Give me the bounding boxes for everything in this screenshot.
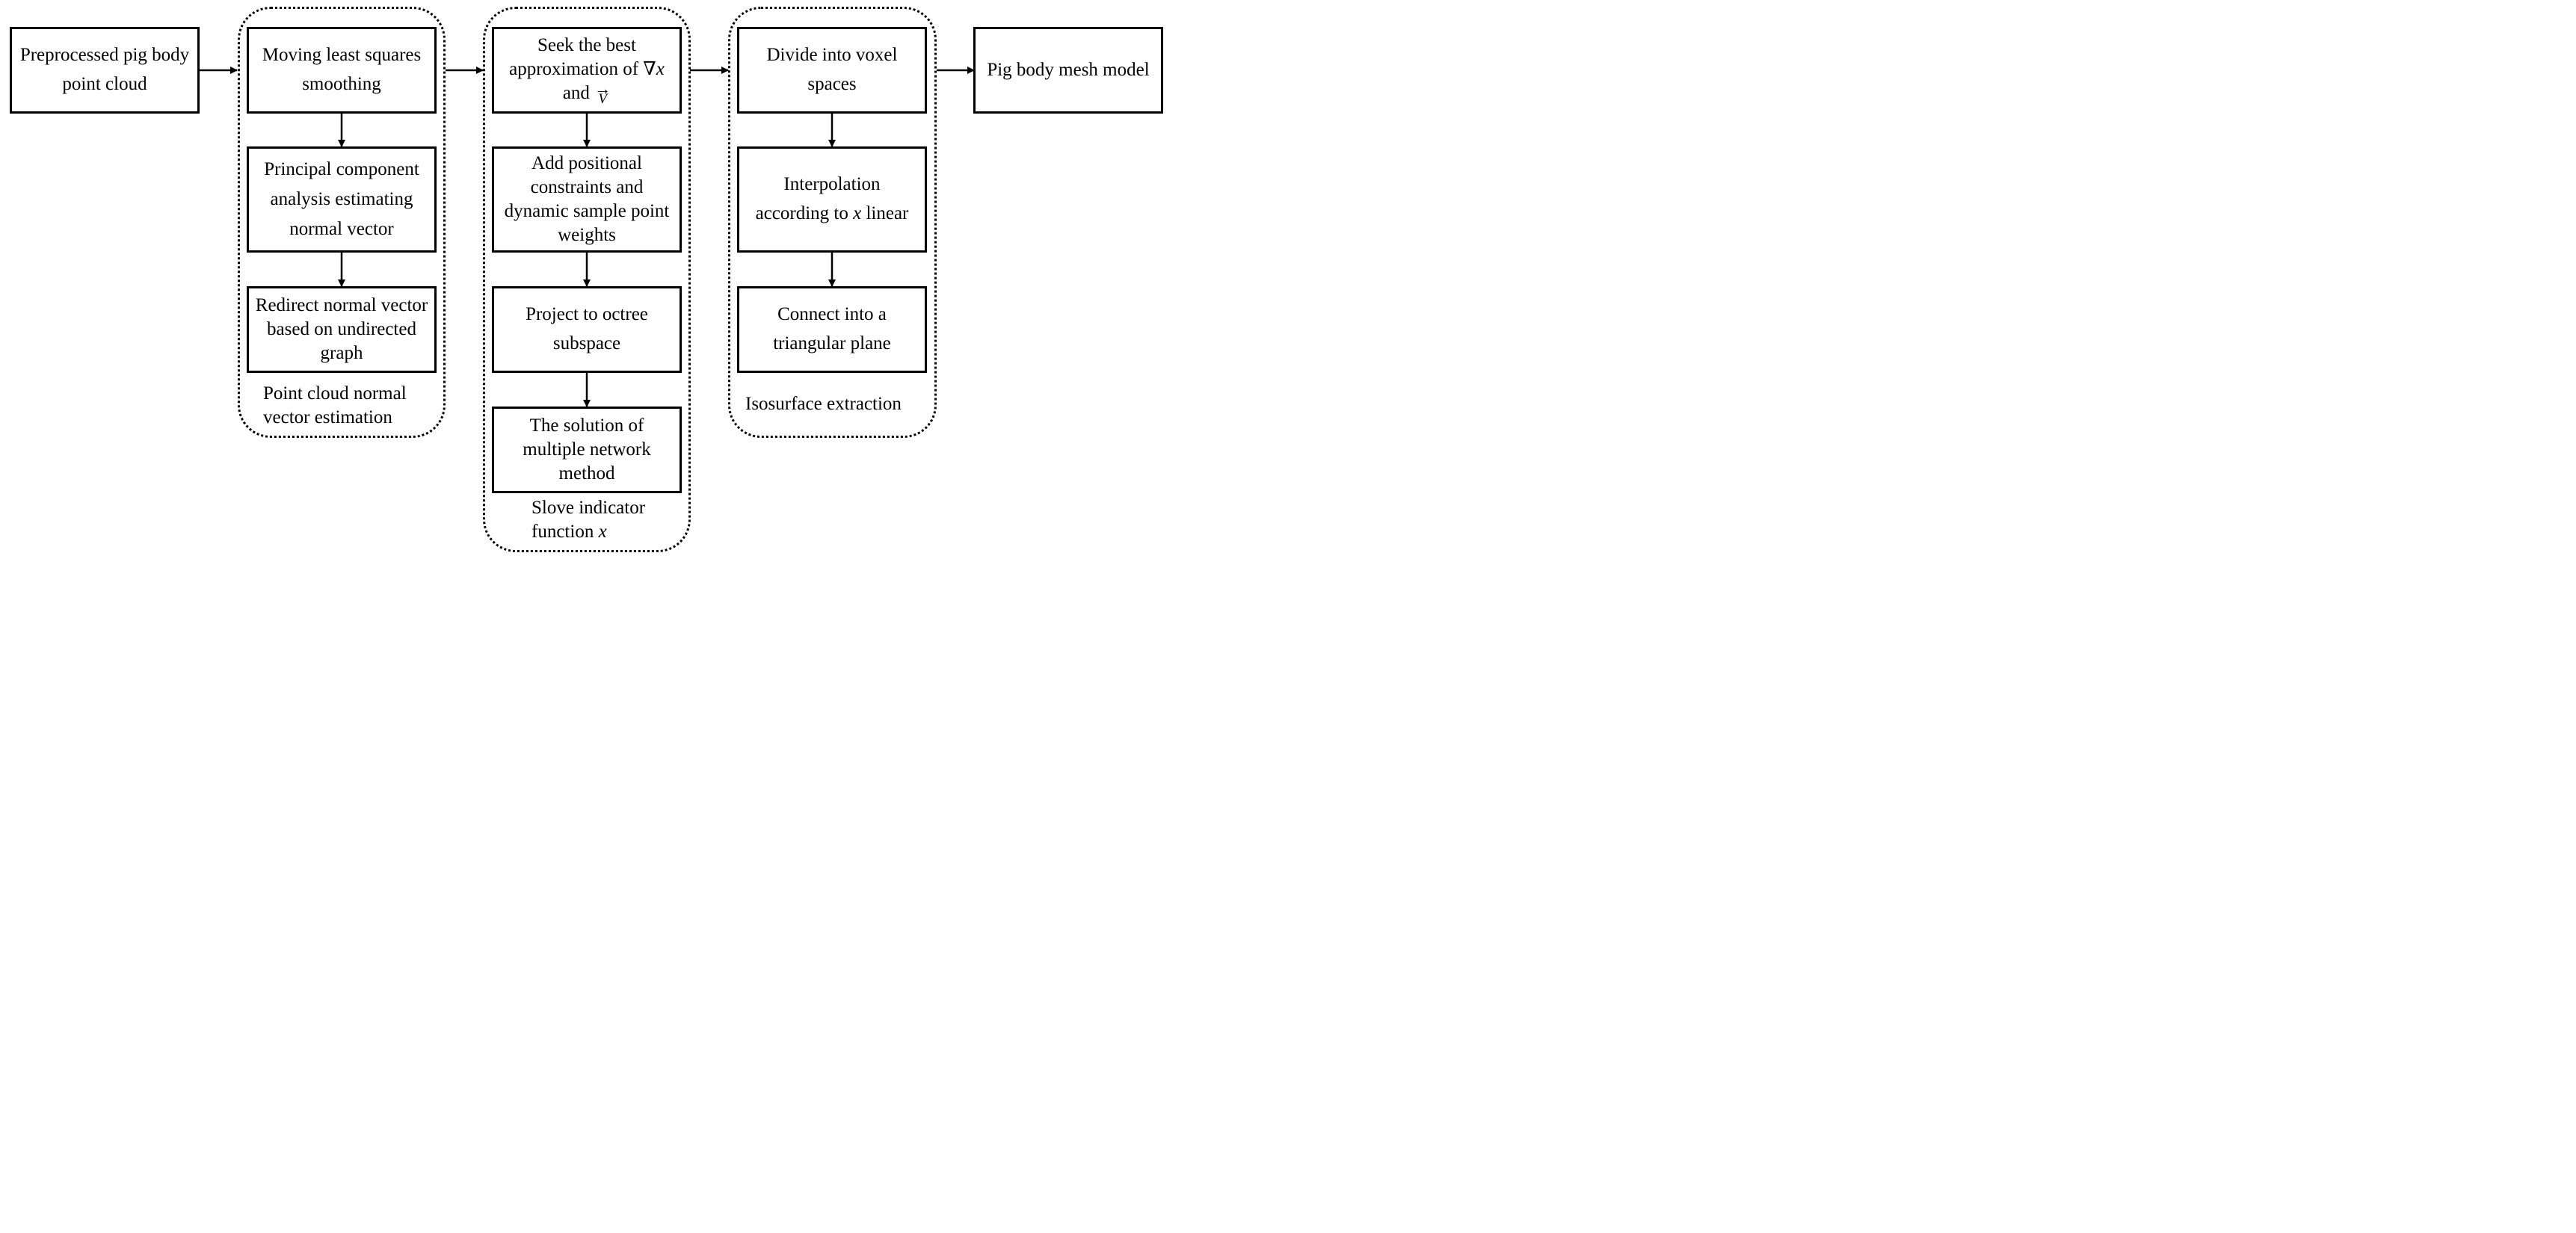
start-box: Preprocessed pig body point cloud	[10, 27, 200, 114]
indicator-step-3-text: Project to octree subspace	[526, 304, 648, 353]
normal-step-2-box: Principal component analysis estimating …	[247, 146, 437, 253]
indicator-step-1-and: and	[562, 82, 590, 103]
iso-group-label-text: Isosurface extraction	[745, 394, 902, 414]
iso-step-2-content: Interpolation according to x linear	[739, 170, 925, 229]
vector-arrow-glyph: →	[594, 78, 611, 98]
iso-step-1-text: Divide into voxel spaces	[766, 45, 898, 94]
normal-step-2-text: Principal component analysis estimating …	[264, 159, 419, 239]
indicator-step-1-line2: approximation of	[509, 58, 639, 79]
flowchart-canvas: Preprocessed pig body point cloud Pig bo…	[0, 0, 1172, 560]
normal-step-1-box: Moving least squares smoothing	[247, 27, 437, 114]
normal-group-label: Point cloud normal vector estimation	[263, 382, 424, 430]
group-isosurface-extraction	[728, 7, 937, 438]
iso-step-2-box: Interpolation according to x linear	[737, 146, 927, 253]
iso-step-1-box: Divide into voxel spaces	[737, 27, 927, 114]
normal-step-3-box: Redirect normal vector based on undirect…	[247, 286, 437, 373]
start-box-text: Preprocessed pig body point cloud	[19, 45, 190, 94]
gradient-x-symbol: ∇x	[643, 58, 665, 79]
iso-step-3-text: Connect into a triangular plane	[773, 304, 891, 353]
normal-group-label-text: Point cloud normal vector estimation	[263, 383, 407, 427]
normal-step-3-text: Redirect normal vector based on undirect…	[255, 295, 428, 363]
vector-letter: V	[598, 90, 607, 107]
indicator-step-1-line1: Seek the best	[537, 34, 636, 55]
indicator-step-2-text: Add positional constraints and dynamic s…	[504, 153, 670, 245]
iso-step-3-box: Connect into a triangular plane	[737, 286, 927, 373]
vector-v-symbol: →V	[594, 78, 611, 108]
indicator-group-label: Slove indicator function x	[531, 496, 666, 544]
indicator-step-3-box: Project to octree subspace	[492, 286, 682, 373]
indicator-step-4-box: The solution of multiple network method	[492, 407, 682, 493]
indicator-step-2-box: Add positional constraints and dynamic s…	[492, 146, 682, 253]
indicator-step-4-text: The solution of multiple network method	[523, 415, 651, 483]
indicator-group-label-var: x	[598, 522, 607, 542]
group-indicator-function	[483, 7, 691, 552]
iso-step-2-prefix: Interpolation according to	[755, 174, 881, 223]
iso-step-2-suffix: linear	[866, 203, 909, 223]
iso-step-2-var: x	[853, 203, 862, 223]
indicator-step-1-box: Seek the best approximation of ∇x and →V	[492, 27, 682, 114]
arrow-layer	[200, 67, 975, 407]
end-box-text: Pig body mesh model	[987, 59, 1150, 80]
iso-group-label: Isosurface extraction	[745, 392, 925, 416]
indicator-group-label-prefix: Slove indicator function	[531, 498, 646, 542]
normal-step-1-text: Moving least squares smoothing	[262, 45, 422, 94]
indicator-step-1-content: Seek the best approximation of ∇x and →V	[505, 34, 669, 108]
end-box: Pig body mesh model	[973, 27, 1163, 114]
group-normal-estimation	[238, 7, 446, 438]
